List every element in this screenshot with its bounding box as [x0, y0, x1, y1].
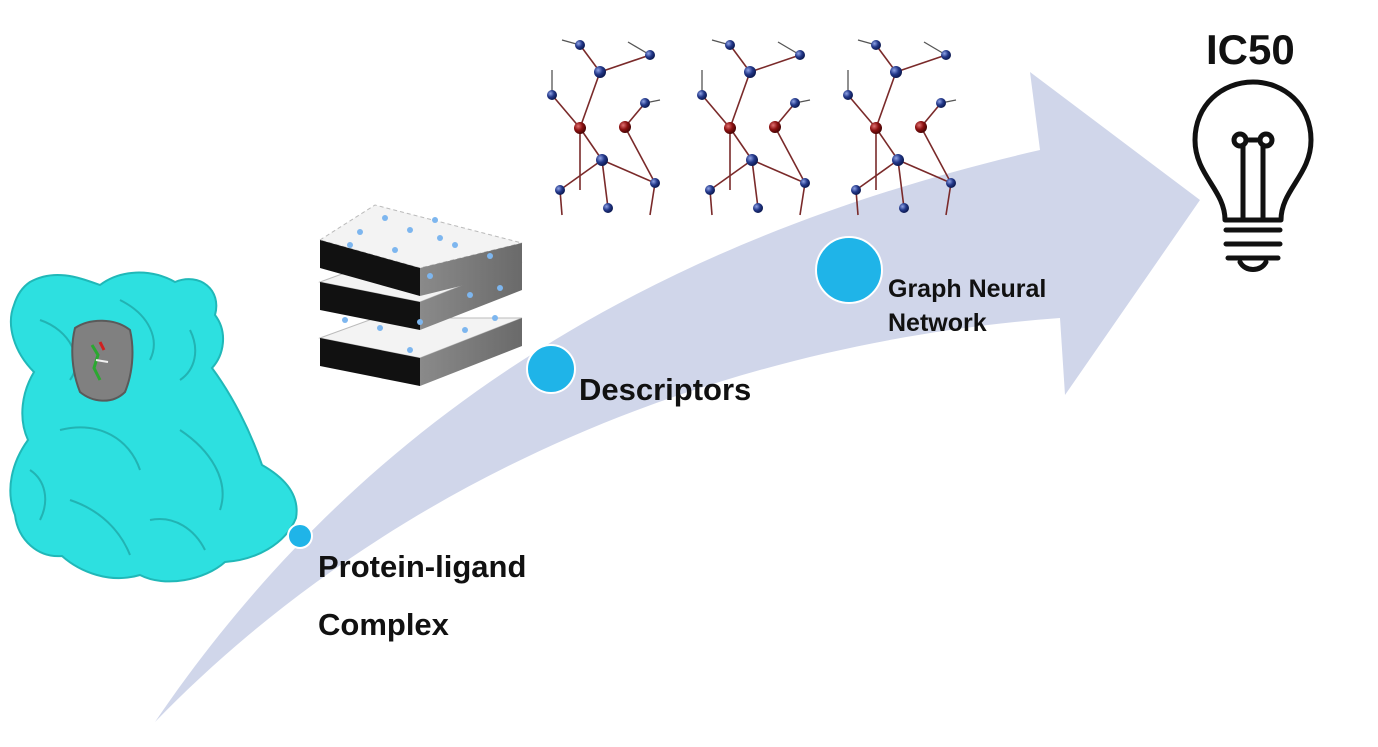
protein-label-line2: Complex [318, 607, 449, 642]
stage-label-protein: Protein-ligand Complex [318, 538, 526, 654]
molecular-graph-icon [696, 39, 811, 216]
stage-label-descriptors: Descriptors [579, 372, 752, 407]
stage-marker-descriptors [526, 344, 576, 394]
lightbulb-icon [1192, 79, 1314, 272]
protein-surface-icon [9, 271, 298, 583]
gnn-label-line1: Graph Neural [888, 275, 1047, 303]
output-label-ic50: IC50 [1206, 26, 1295, 73]
stage-label-gnn: Graph Neural Network [888, 272, 1046, 340]
molecular-graph-icon [547, 39, 661, 216]
stage-marker-protein [287, 523, 313, 549]
gnn-label-line2: Network [888, 309, 987, 337]
protein-label-line1: Protein-ligand [318, 549, 527, 584]
pipeline-arrow [155, 72, 1200, 722]
stage-marker-gnn [815, 236, 883, 304]
descriptor-layers-icon [318, 204, 523, 386]
